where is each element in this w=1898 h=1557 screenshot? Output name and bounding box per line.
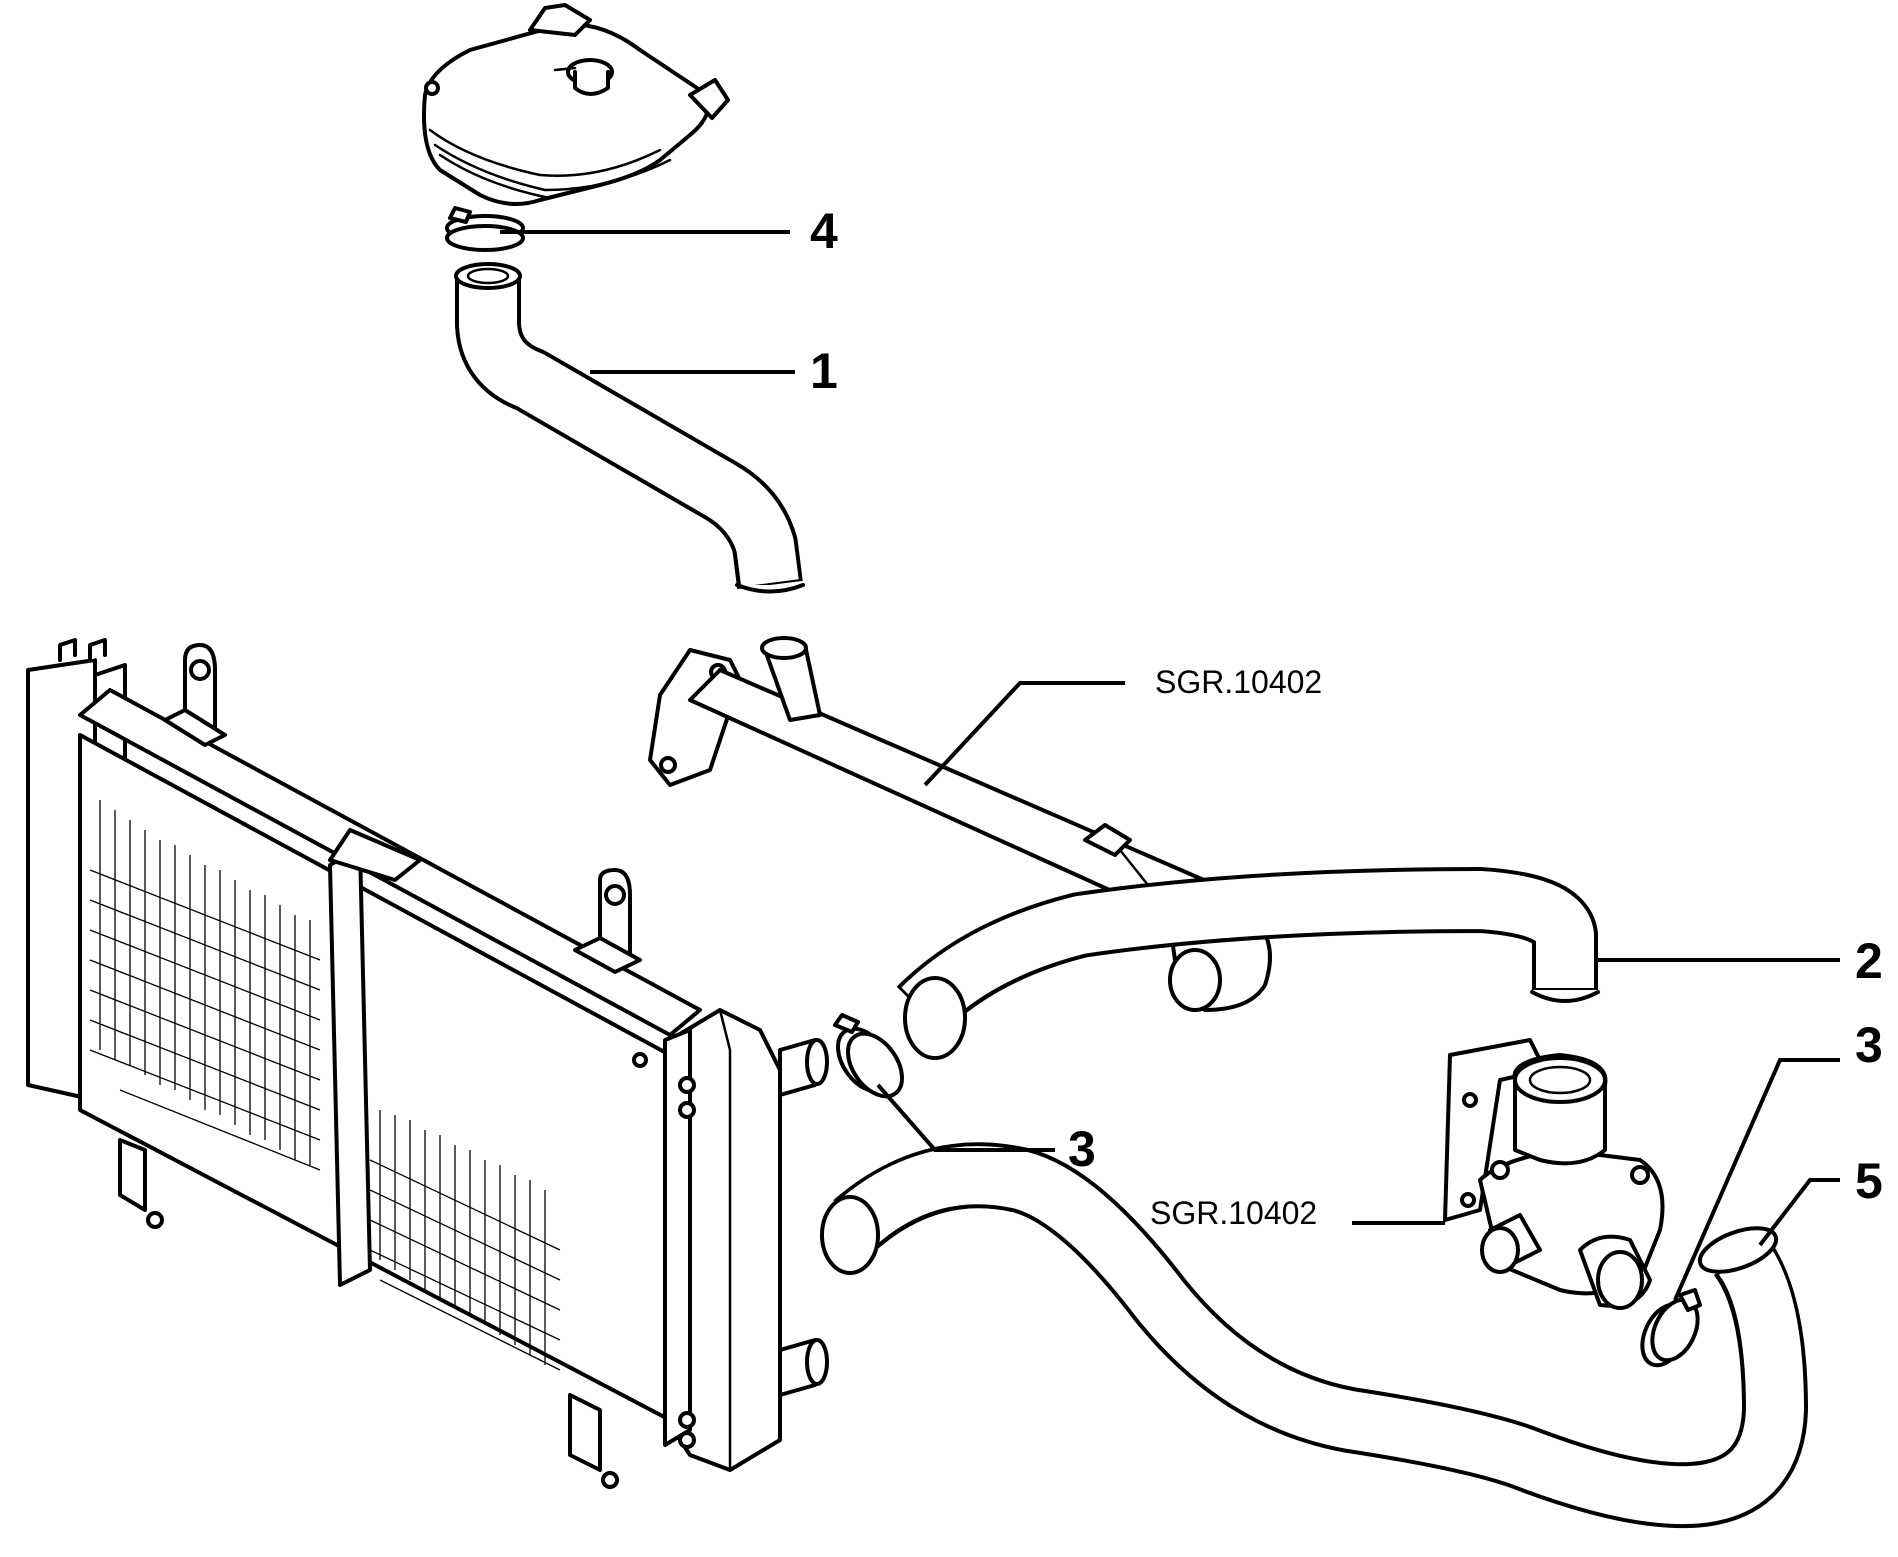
label-part-4: 4 bbox=[810, 203, 838, 259]
leader-line-3-left bbox=[876, 1083, 1055, 1152]
hose-clamp-3-right bbox=[1640, 1288, 1702, 1368]
label-ref-lower: SGR.10402 bbox=[1150, 1195, 1317, 1231]
label-part-5: 5 bbox=[1855, 1153, 1883, 1209]
hose-clamp-4 bbox=[445, 206, 525, 252]
hose-5 bbox=[820, 1142, 1808, 1529]
expansion-tank bbox=[422, 3, 730, 206]
thermostat-housing bbox=[1443, 1038, 1665, 1310]
leader-line-ref-upper bbox=[923, 681, 1125, 787]
leader-line-5 bbox=[1758, 1178, 1840, 1247]
radiator-core-hatching-right bbox=[369, 1110, 561, 1371]
radiator-core-hatching-left bbox=[89, 800, 321, 1171]
hose-2 bbox=[896, 867, 1600, 1060]
label-part-3-right: 3 bbox=[1855, 1017, 1883, 1073]
label-ref-upper: SGR.10402 bbox=[1155, 664, 1322, 700]
hose-1 bbox=[454, 262, 805, 594]
leader-line-3-right bbox=[1673, 1058, 1840, 1301]
radiator bbox=[26, 638, 829, 1489]
label-part-1: 1 bbox=[810, 343, 838, 399]
hose-clamp-3-left bbox=[833, 1013, 904, 1099]
label-part-2: 2 bbox=[1855, 933, 1883, 989]
label-part-3-left: 3 bbox=[1068, 1121, 1096, 1177]
